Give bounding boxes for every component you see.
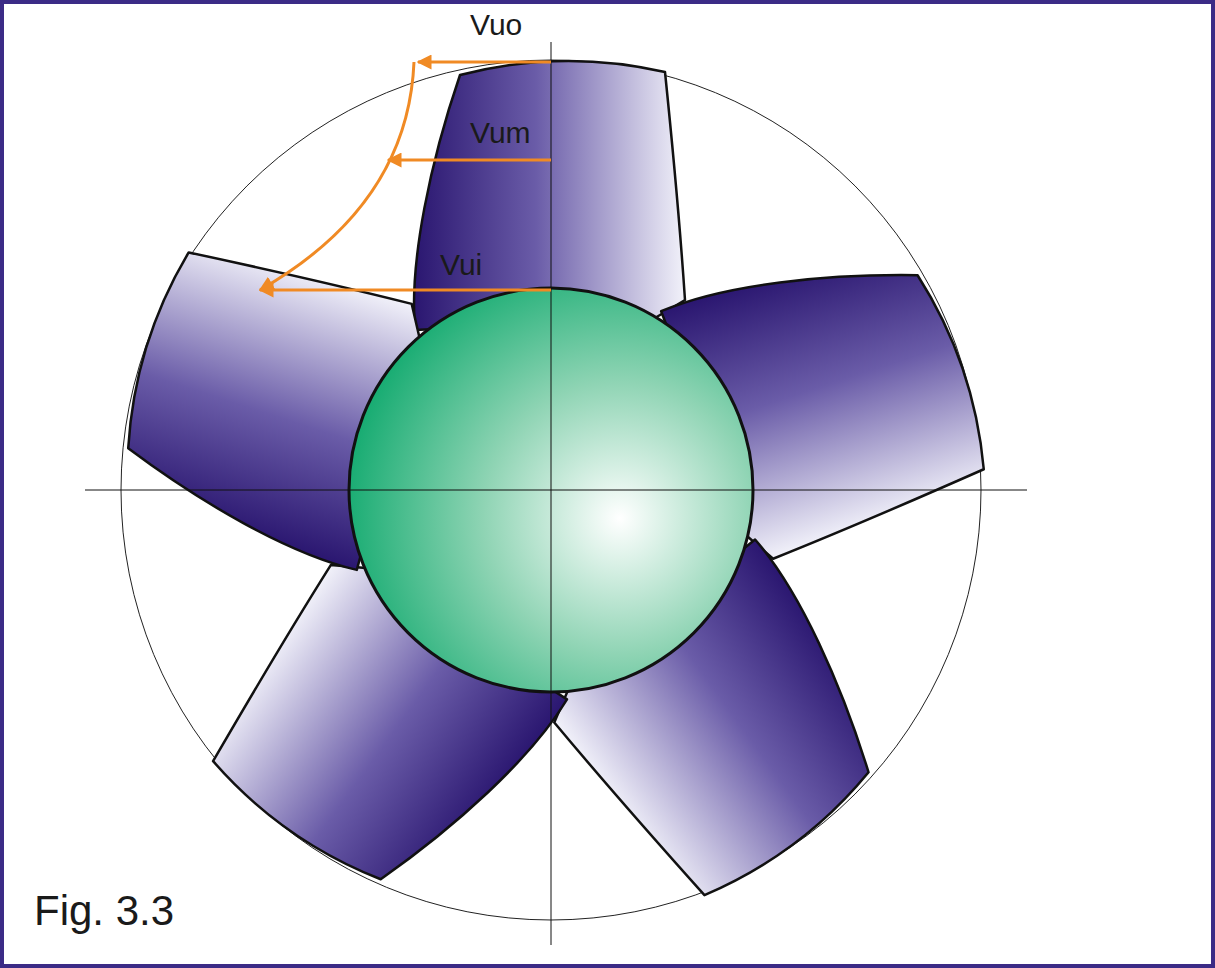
velocity-label: Vum	[470, 116, 531, 149]
velocity-label: Vuo	[470, 8, 522, 41]
axis-line	[85, 490, 1027, 491]
velocity-arrow	[388, 159, 551, 162]
velocity-arrow	[260, 289, 551, 292]
velocity-label: Vui	[440, 248, 482, 281]
axis-line	[551, 42, 552, 945]
velocity-arrow	[418, 61, 551, 64]
velocity-envelope	[260, 62, 414, 290]
velocity-arrows	[260, 62, 551, 290]
figure-caption: Fig. 3.3	[34, 888, 174, 934]
